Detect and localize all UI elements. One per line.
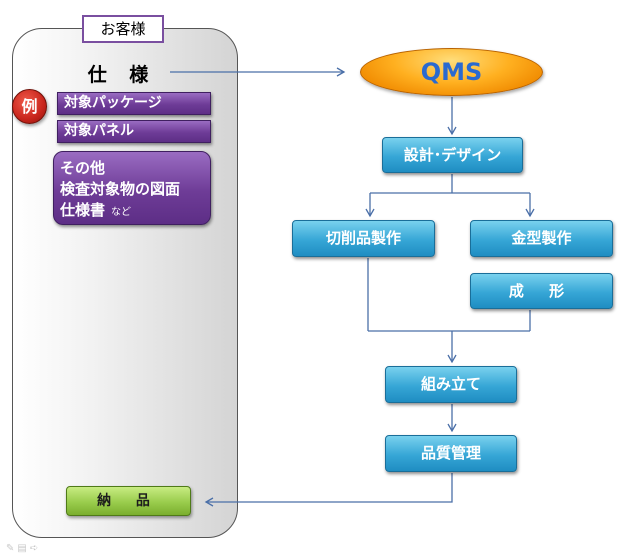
- slide-icon[interactable]: ▤: [17, 543, 30, 554]
- customer-label: お客様: [82, 15, 164, 43]
- spec-other-line2: 検査対象物の図面: [60, 180, 181, 198]
- assembly-box: 組み立て: [385, 366, 517, 403]
- arrow-icon[interactable]: ➪: [29, 543, 42, 554]
- mold-box: 金型製作: [470, 220, 613, 257]
- arrow-quality-to-delivery: [204, 473, 453, 507]
- delivery-box: 納 品: [66, 486, 191, 516]
- quality-box: 品質管理: [385, 435, 517, 472]
- spec-other-suffix: など: [111, 207, 132, 218]
- example-badge: 例: [12, 89, 47, 124]
- spec-item-package: 対象パッケージ: [57, 92, 211, 115]
- spec-other-line3: 仕様書: [60, 201, 106, 219]
- qms-oval: QMS: [360, 48, 543, 96]
- spec-item-other: その他 検査対象物の図面 仕様書など: [53, 151, 211, 225]
- spec-other-line3-wrap: 仕様書など: [60, 200, 210, 223]
- spec-other-line1: その他: [60, 159, 106, 177]
- spec-title: 仕 様: [87, 64, 157, 86]
- cutting-box: 切削品製作: [292, 220, 435, 257]
- slideshow-toolbar: ✎▤➪: [6, 543, 76, 557]
- pen-icon[interactable]: ✎: [6, 543, 18, 554]
- spec-item-panel: 対象パネル: [57, 120, 211, 143]
- design-box: 設計･デザイン: [382, 137, 523, 173]
- forming-box: 成 形: [470, 273, 613, 309]
